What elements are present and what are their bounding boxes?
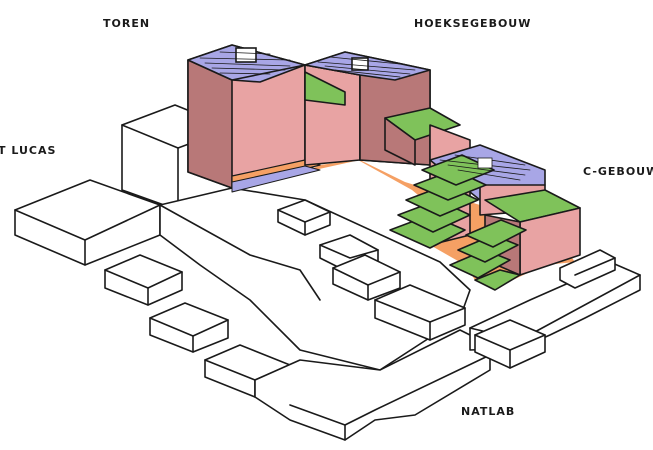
- label-hoeksegebouw: HOEKSEGEBOUW: [414, 17, 532, 30]
- c-gebouw-roof-hatching: [439, 154, 531, 181]
- label-toren: TOREN: [103, 17, 151, 30]
- toren-roof-hatching: [199, 51, 291, 75]
- label-c-gebouw: C-GEBOUW: [583, 165, 653, 178]
- toren-building: [187, 44, 306, 189]
- label-natlab: NATLAB: [461, 405, 516, 418]
- label-st-lucas: T LUCAS: [0, 144, 57, 157]
- toren-purple-band: [231, 165, 321, 193]
- c-gebouw-building: [389, 124, 581, 291]
- low-buildings: [14, 104, 641, 441]
- hoeksegebouw-roof-hatching: [317, 56, 416, 78]
